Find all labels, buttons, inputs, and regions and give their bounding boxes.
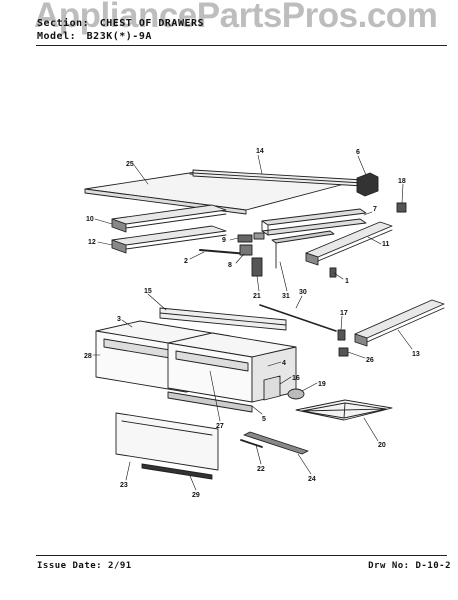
callout-20: 20 [378, 442, 386, 449]
model-label: Model: [37, 31, 77, 42]
callout-23: 23 [120, 482, 128, 489]
callout-16: 16 [292, 375, 300, 382]
callout-labels: 14 6 25 18 7 10 9 12 11 2 8 1 21 31 15 3… [84, 148, 420, 499]
part-31-guide [271, 230, 335, 269]
callout-4: 4 [282, 360, 286, 367]
callout-31: 31 [282, 293, 290, 300]
section-value: CHEST OF DRAWERS [99, 18, 205, 29]
section-label: Section: [37, 18, 90, 29]
part-24-slide-rail [243, 431, 309, 455]
part-9-bracket [237, 232, 265, 243]
callout-28: 28 [84, 353, 92, 360]
part-20-base-frame [295, 399, 393, 421]
part-29-handle-strip [141, 463, 213, 480]
callout-14: 14 [256, 148, 264, 155]
callout-30: 30 [299, 289, 307, 296]
model-value: B23K(*)-9A [86, 31, 152, 42]
part-6-end-cap [356, 172, 379, 197]
issue-date: Issue Date: 2/91 [37, 561, 132, 571]
callout-27: 27 [216, 423, 224, 430]
part-17-clip [337, 329, 346, 341]
part-12-left-rail-lower [111, 225, 227, 254]
callout-13: 13 [412, 351, 420, 358]
leader-lines [92, 154, 413, 491]
callout-24: 24 [308, 476, 316, 483]
callout-25: 25 [126, 161, 134, 168]
footer-rule [36, 555, 447, 556]
watermark-logo: AppliancePartsPros.com [34, 0, 438, 35]
callout-12: 12 [88, 239, 96, 246]
part-18-clip [396, 202, 407, 213]
callout-8: 8 [228, 262, 232, 269]
part-22-guide-pin [240, 439, 263, 448]
callout-29: 29 [192, 492, 200, 499]
part-30-rod [259, 304, 337, 332]
part-26-clip [338, 347, 349, 357]
callout-18: 18 [398, 178, 406, 185]
header-rule [36, 45, 447, 46]
callout-1: 1 [345, 278, 349, 285]
part-5-bottom-rail [167, 391, 253, 413]
part-13-right-rail-lower [354, 299, 445, 347]
callout-11: 11 [382, 241, 390, 248]
section-row: Section: CHEST OF DRAWERS [37, 18, 204, 29]
callout-6: 6 [356, 149, 360, 156]
callout-2: 2 [184, 258, 188, 265]
part-7-center-rail [261, 208, 367, 236]
callout-15: 15 [144, 288, 152, 295]
callout-22: 22 [257, 466, 265, 473]
callout-26: 26 [366, 357, 374, 364]
callout-17: 17 [340, 310, 348, 317]
part-15-frame [159, 307, 287, 331]
part-11-right-rail-upper [305, 221, 393, 266]
callout-5: 5 [262, 416, 266, 423]
model-row: Model: B23K(*)-9A [37, 31, 152, 42]
part-23-drawer-front [115, 412, 219, 471]
part-10-left-rail-upper [111, 204, 227, 233]
callout-21: 21 [253, 293, 261, 300]
drawing-number: Drw No: D-10-2 [368, 561, 451, 571]
part-1-screw [329, 267, 337, 278]
part-21-block [251, 257, 263, 277]
callout-9: 9 [222, 237, 226, 244]
callout-19: 19 [318, 381, 326, 388]
callout-7: 7 [373, 206, 377, 213]
callout-10: 10 [86, 216, 94, 223]
part-16-side-panel [263, 375, 281, 401]
part-19-knob [287, 388, 305, 400]
part-8-block [239, 244, 253, 256]
callout-3: 3 [117, 316, 121, 323]
